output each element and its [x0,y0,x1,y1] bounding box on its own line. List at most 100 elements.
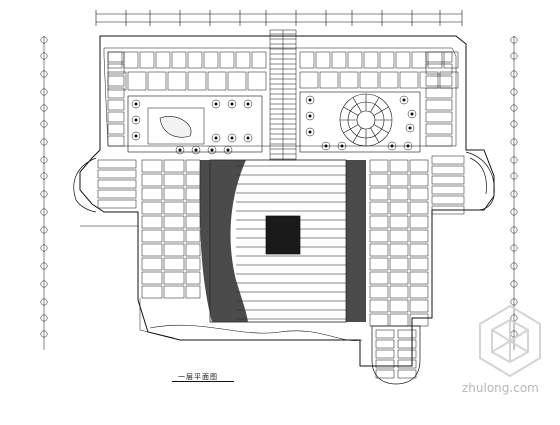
axis-bubble [40,156,48,164]
tree-symbol [405,123,415,133]
axis-bubble [510,70,518,78]
room [389,187,409,201]
tree-trunk [390,144,394,148]
room [369,187,389,201]
room [107,135,125,147]
tree-symbol [305,127,315,137]
axis-bubble [40,138,48,146]
axis-bubble [40,120,48,128]
room [163,201,185,215]
room [107,111,125,123]
tree-symbol [211,99,221,109]
axis-bubble [40,330,48,338]
tree-symbol [223,145,233,155]
room [97,159,137,169]
axis-bubble [510,104,518,112]
garden-path [343,124,359,134]
hall-south-edge [149,324,363,341]
room [369,229,389,243]
room [163,257,185,271]
central-hall [209,159,347,323]
tree-trunk [214,102,218,106]
room [141,173,163,187]
room [425,51,453,63]
axis-bubble [510,172,518,180]
room [409,229,429,243]
tree-trunk [308,98,312,102]
room [431,165,465,175]
axis-bubble [40,226,48,234]
room [389,285,409,299]
axis-bubble [510,298,518,306]
west-wing-rooms [97,159,201,299]
room [395,51,411,69]
room [185,271,201,285]
room [141,285,163,299]
room [389,201,409,215]
axis-bubble [510,208,518,216]
tree-trunk [246,102,250,106]
caption-underline [172,381,234,382]
room [389,257,409,271]
tree-trunk [406,144,410,148]
room [439,71,459,89]
room [389,313,409,327]
tree-trunk [214,136,218,140]
room [389,229,409,243]
axis-bubble [510,138,518,146]
room [375,359,395,369]
tree-symbol [211,133,221,143]
room [163,187,185,201]
garden-path [352,97,362,113]
room [409,243,429,257]
tree-trunk [246,136,250,140]
room [389,215,409,229]
room [97,199,137,209]
room [397,329,417,339]
room [399,71,419,89]
room [141,243,163,257]
room [187,71,207,91]
room [107,71,127,91]
tree-trunk [230,102,234,106]
garden-path [343,106,359,116]
room [319,71,339,89]
room [331,51,347,69]
room [97,189,137,199]
room [431,185,465,195]
southeast-tower [371,325,421,385]
tree-symbol [337,141,347,151]
room [171,51,187,69]
room [185,229,201,243]
room [431,195,465,205]
room [409,257,429,271]
east-wing-rooms [369,155,465,327]
room [141,201,163,215]
room [397,369,417,379]
room [139,51,155,69]
axis-bubble [510,262,518,270]
room [187,51,203,69]
room [97,179,137,189]
room [431,205,465,215]
room [107,123,125,135]
axis-bubble [40,208,48,216]
room [409,271,429,285]
room [219,51,235,69]
west-bay [73,157,97,213]
room [185,173,201,187]
room [359,71,379,89]
room [163,243,185,257]
tree-trunk [230,136,234,140]
room [299,71,319,89]
left-courtyard [127,95,263,155]
tree-symbol [191,145,201,155]
axis-bubble [40,104,48,112]
tree-trunk [134,102,138,106]
tree-trunk [402,98,406,102]
tree-symbol [321,141,331,151]
room [379,51,395,69]
room [339,71,359,89]
tree-symbol [243,133,253,143]
garden-path [370,97,380,113]
